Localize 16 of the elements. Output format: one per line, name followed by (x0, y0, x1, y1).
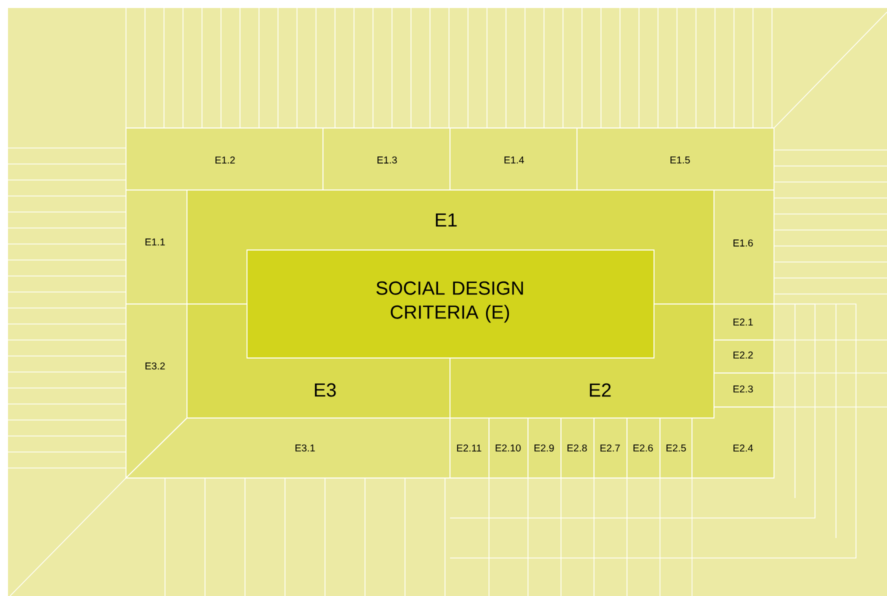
criterion-cell: E2.5 (660, 418, 692, 478)
criterion-cell: E2.2 (714, 340, 774, 374)
criterion-cell: E1.3 (322, 128, 450, 190)
criterion-cell: E2.6 (626, 418, 660, 478)
criterion-cell: E2.8 (560, 418, 594, 478)
criterion-cell: E1.1 (126, 190, 188, 304)
criterion-cell: E2.1 (714, 304, 774, 340)
criterion-cell: E1.2 (126, 128, 324, 190)
criterion-cell: E2.9 (528, 418, 562, 478)
criterion-cell: E1.4 (450, 128, 578, 190)
core-box: SOCIAL DESIGN CRITERIA (E) (246, 250, 654, 358)
criterion-cell: E2.3 (714, 372, 774, 408)
criterion-cell: E2.7 (594, 418, 628, 478)
criterion-cell: E2.10 (488, 418, 528, 478)
criterion-cell: E2.11 (450, 418, 490, 478)
criterion-cell: E1.5 (576, 128, 774, 190)
